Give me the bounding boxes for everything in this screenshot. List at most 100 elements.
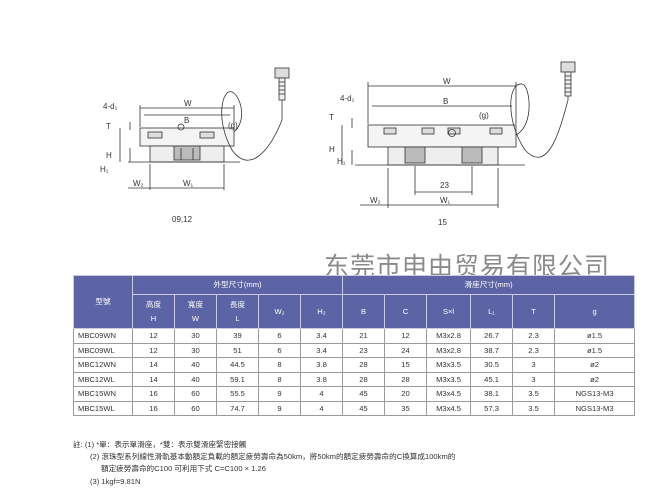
column-header-symbol: C	[402, 306, 409, 316]
table-cell: 30.5	[470, 357, 514, 373]
table-cell: 3	[512, 357, 556, 373]
model-cell: MBC09WN	[73, 328, 133, 344]
table-cell: 60	[174, 386, 217, 402]
drawing-left: 4-d₁ W B (g) T H H₁ W₂ W₁ 09,12	[100, 67, 290, 224]
column-header-symbol: H₂	[317, 306, 326, 316]
table-cell: M3x4.5	[426, 400, 472, 416]
label-w2-left: W₂	[133, 179, 144, 188]
table-cell: 26.7	[470, 328, 514, 344]
label-h-left: H	[106, 151, 112, 160]
drawing-right: 4-d₁ W B (g) T H H₁ 23 W₂ W₁ 15	[329, 61, 576, 227]
table-cell: 3.5	[512, 386, 556, 402]
column-header: W₂	[258, 294, 301, 329]
table-cell: 60	[174, 400, 217, 416]
table-group-header-row: 型號 外型尺寸(mm) 滑座尺寸(mm)	[73, 275, 636, 329]
column-header-symbol: T	[531, 306, 536, 316]
table-cell: 45.1	[470, 371, 514, 387]
table-cell: 3.5	[512, 400, 556, 416]
table-cell: ø2	[554, 371, 636, 387]
table-cell: 30	[174, 342, 217, 358]
column-header-symbol: W	[191, 313, 200, 323]
table-cell: 21	[342, 328, 386, 344]
label-b-right: B	[443, 97, 448, 106]
table-cell: 9	[258, 400, 301, 416]
column-header-symbol: L₁	[488, 306, 495, 316]
table-cell: 28	[342, 357, 386, 373]
table-cell: 55.5	[216, 386, 259, 402]
column-header-symbol: L	[235, 313, 240, 323]
model-cell: MBC15WN	[73, 386, 133, 402]
table-cell: 45	[342, 386, 386, 402]
label-h1-right: H₁	[337, 157, 346, 166]
column-header-symbol: H	[150, 313, 157, 323]
table-cell: 8	[258, 357, 301, 373]
table-cell: 28	[384, 371, 428, 387]
label-hole-right: 4-d₁	[340, 94, 355, 103]
column-header-label: 長度	[229, 300, 246, 310]
label-hole-left: 4-d₁	[103, 102, 118, 111]
table-cell: 38.1	[470, 386, 514, 402]
column-header: B	[342, 294, 386, 329]
table-cell: 3	[512, 371, 556, 387]
table-cell: 6	[258, 342, 301, 358]
caption-right: 15	[438, 218, 447, 227]
spec-table: 型號 外型尺寸(mm) 滑座尺寸(mm) 高度 H 寬度 W 長度 L W₂ H₂ B C S×l L…	[73, 275, 636, 416]
table-cell: 6	[258, 328, 301, 344]
table-cell: 45	[342, 400, 386, 416]
table-cell: 8	[258, 371, 301, 387]
table-cell: 74.7	[216, 400, 259, 416]
column-header: g	[554, 294, 636, 329]
table-cell: 30	[174, 328, 217, 344]
model-cell: MBC12WN	[73, 357, 133, 373]
header-group-rail: 滑座尺寸(mm)	[342, 275, 636, 295]
label-t-left: T	[106, 122, 111, 131]
caption-left: 09,12	[172, 215, 193, 224]
label-b-left: B	[184, 116, 189, 125]
table-cell: 38.7	[470, 342, 514, 358]
table-cell: NGS13-M3	[554, 400, 636, 416]
table-cell: 12	[132, 328, 175, 344]
column-header-label: 寬度	[187, 300, 204, 310]
note-3: (3) 1kgf=9.81N	[90, 476, 141, 486]
table-cell: ø2	[554, 357, 636, 373]
table-cell: 23	[342, 342, 386, 358]
label-h-right: H	[329, 145, 335, 154]
table-cell: 15	[384, 357, 428, 373]
column-header-label: 高度	[145, 300, 162, 310]
notes: 註: (1) *單：表示單滑座，*雙：表示雙滑座緊密接觸 (2) 滾珠型系列線性…	[73, 439, 455, 488]
column-header: C	[384, 294, 428, 329]
header-group-outer: 外型尺寸(mm)	[131, 275, 344, 295]
table-cell: 24	[384, 342, 428, 358]
table-cell: 2.3	[512, 342, 556, 358]
table-cell: 3.4	[299, 328, 344, 344]
table-cell: 3.8	[299, 371, 344, 387]
label-g-left: (g)	[228, 121, 238, 130]
label-h1-left: H₁	[100, 165, 109, 174]
table-cell: 40	[174, 357, 217, 373]
table-cell: 16	[132, 386, 175, 402]
table-cell: 57.3	[470, 400, 514, 416]
table-cell: 16	[132, 400, 175, 416]
column-header-symbol: g	[592, 306, 597, 316]
label-w-right: W	[443, 77, 451, 86]
table-cell: 40	[174, 371, 217, 387]
label-t-right: T	[329, 113, 334, 122]
table-cell: 28	[342, 371, 386, 387]
table-cell: M3x4.5	[426, 386, 472, 402]
table-cell: 12	[132, 342, 175, 358]
table-cell: 14	[132, 371, 175, 387]
column-header: 長度 L	[216, 294, 259, 329]
table-cell: 14	[132, 357, 175, 373]
table-cell: 35	[384, 400, 428, 416]
note-2-cont: 額定疲勞壽命的C100 可利用下式 C=C100 × 1.26	[101, 464, 267, 474]
column-header-symbol: S×l	[442, 306, 455, 316]
label-w1-left: W₁	[183, 179, 194, 188]
